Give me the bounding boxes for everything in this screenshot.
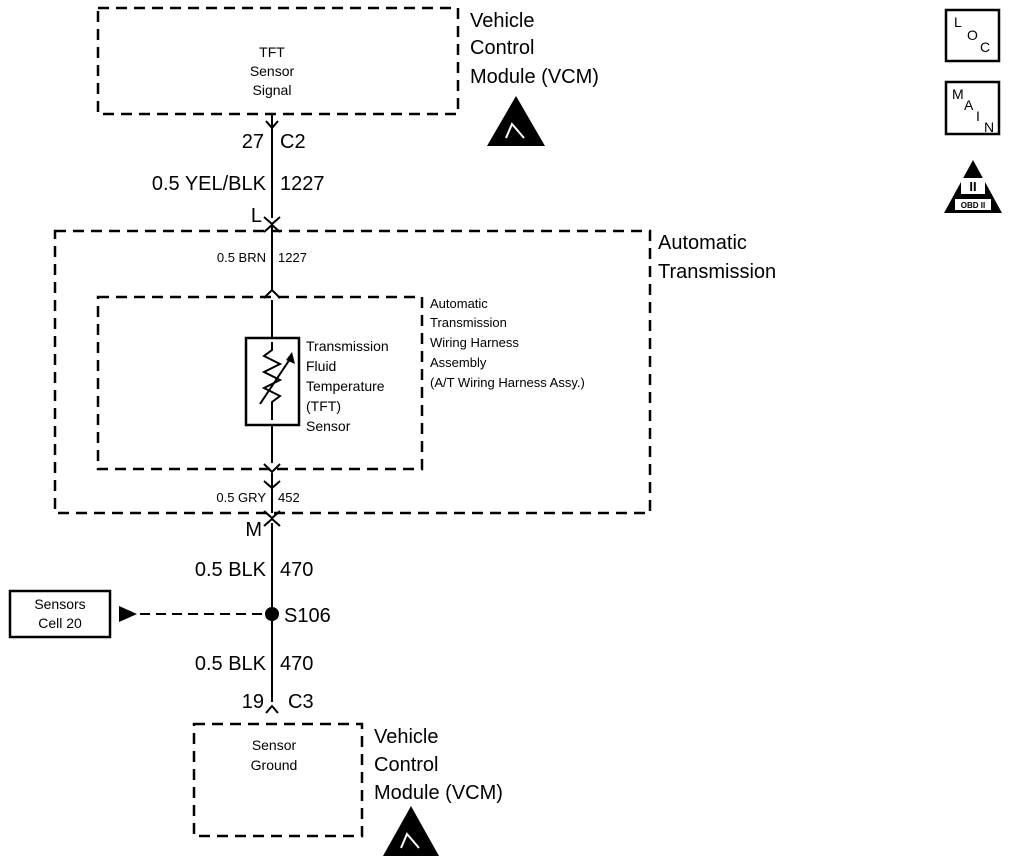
vcm-top-title-line-2: Control bbox=[470, 37, 534, 59]
automatic-transmission-title-2: Transmission bbox=[658, 261, 776, 283]
automatic-transmission-title-1: Automatic bbox=[658, 232, 747, 254]
obd-ii-caption: OBD II bbox=[961, 201, 985, 210]
vcm-top: TFT Sensor Signal Vehicle Control Module… bbox=[96, 6, 599, 146]
vcm-bottom-title-line-3: Module (VCM) bbox=[374, 782, 503, 804]
reference-box[interactable] bbox=[8, 589, 112, 639]
connector-l: L bbox=[251, 205, 281, 233]
vcm-top-box-line-2: Sensor bbox=[250, 63, 295, 79]
connector-c2-pin: 27 bbox=[242, 131, 264, 153]
obd-ii-badge-icon[interactable]: II OBD II bbox=[944, 160, 1002, 213]
connector-c3-name: C3 bbox=[288, 691, 314, 713]
harness-assembly-box bbox=[96, 295, 424, 471]
thermistor-icon bbox=[259, 342, 295, 420]
wire-470-mid-circuit: 470 bbox=[280, 559, 313, 581]
connector-m: M bbox=[245, 510, 281, 541]
wire-470-bottom-circuit: 470 bbox=[280, 653, 313, 675]
tft-sensor-box bbox=[244, 336, 301, 427]
harness-title-2: Transmission bbox=[430, 315, 507, 330]
vcm-top-box bbox=[96, 6, 460, 116]
connector-c3: 19 C3 bbox=[242, 691, 314, 714]
svg-text:M: M bbox=[952, 86, 964, 102]
esd-warning-icon bbox=[487, 96, 545, 146]
wire-gry-gauge-color: 0.5 GRY bbox=[216, 490, 266, 505]
tft-sensor-label-5: Sensor bbox=[306, 418, 351, 434]
svg-text:L: L bbox=[954, 14, 962, 30]
harness-assembly: Automatic Transmission Wiring Harness As… bbox=[96, 295, 585, 471]
connector-m-label: M bbox=[245, 519, 262, 541]
wire-1227-top: 0.5 YEL/BLK 1227 bbox=[152, 173, 325, 195]
vcm-top-title-line-3: Module (VCM) bbox=[470, 66, 599, 88]
loc-badge-icon[interactable]: L O C bbox=[944, 8, 1001, 63]
connector-c3-pin: 19 bbox=[242, 691, 264, 713]
svg-text:O: O bbox=[967, 27, 978, 43]
wire-470-bottom-gauge-color: 0.5 BLK bbox=[195, 653, 267, 675]
svg-text:N: N bbox=[984, 119, 994, 135]
tft-sensor: Transmission Fluid Temperature (TFT) Sen… bbox=[244, 336, 389, 434]
tft-sensor-label-1: Transmission bbox=[306, 338, 389, 354]
vcm-top-box-line-3: Signal bbox=[253, 82, 292, 98]
vcm-bottom: Sensor Ground Vehicle Control Module (VC… bbox=[192, 722, 503, 856]
wire-1227-circuit: 1227 bbox=[280, 173, 325, 195]
vcm-bottom-box-line-2: Ground bbox=[251, 757, 298, 773]
tft-sensor-label-3: Temperature bbox=[306, 378, 385, 394]
vcm-bottom-box bbox=[192, 722, 364, 838]
automatic-transmission: Automatic Transmission 0.5 BRN 1227 0.5 … bbox=[53, 229, 776, 515]
reference-line-1: Sensors bbox=[34, 596, 85, 612]
svg-text:C: C bbox=[980, 39, 990, 55]
automatic-transmission-box bbox=[53, 229, 652, 515]
vcm-bottom-title-line-2: Control bbox=[374, 754, 438, 776]
wire-470-mid-gauge-color: 0.5 BLK bbox=[195, 559, 267, 581]
wire-gry-circuit: 452 bbox=[278, 490, 300, 505]
splice-label: S106 bbox=[284, 605, 331, 627]
tft-sensor-label-2: Fluid bbox=[306, 358, 336, 374]
harness-title-3: Wiring Harness bbox=[430, 335, 519, 350]
vcm-bottom-box-line-1: Sensor bbox=[252, 737, 297, 753]
tft-sensor-label-4: (TFT) bbox=[306, 398, 341, 414]
wire-brn-circuit: 1227 bbox=[278, 250, 307, 265]
obd-ii-numeral: II bbox=[969, 179, 976, 194]
vcm-bottom-title-line-1: Vehicle bbox=[374, 726, 439, 748]
reference-line-2: Cell 20 bbox=[38, 615, 82, 631]
main-badge-icon[interactable]: M A I N bbox=[944, 80, 1001, 136]
reference-arrow-icon bbox=[119, 606, 137, 622]
vcm-top-box-line-1: TFT bbox=[259, 44, 285, 60]
splice-dot bbox=[265, 607, 279, 621]
harness-title-5: (A/T Wiring Harness Assy.) bbox=[430, 375, 585, 390]
reference-sensors-cell-20[interactable]: Sensors Cell 20 bbox=[8, 589, 112, 639]
svg-text:I: I bbox=[976, 108, 980, 124]
connector-l-label: L bbox=[251, 205, 262, 227]
wire-470-mid: 0.5 BLK 470 bbox=[195, 559, 314, 581]
wire-brn-gauge-color: 0.5 BRN bbox=[217, 250, 266, 265]
vcm-top-title-line-1: Vehicle bbox=[470, 10, 535, 32]
wire-1227-gauge-color: 0.5 YEL/BLK bbox=[152, 173, 267, 195]
connector-c2: 27 C2 bbox=[242, 120, 306, 153]
svg-text:A: A bbox=[964, 97, 974, 113]
harness-title-4: Assembly bbox=[430, 355, 487, 370]
esd-warning-icon bbox=[383, 806, 439, 856]
splice-s106: S106 bbox=[119, 605, 331, 627]
harness-title-1: Automatic bbox=[430, 296, 488, 311]
wire-470-bottom: 0.5 BLK 470 bbox=[195, 653, 314, 675]
connector-c2-name: C2 bbox=[280, 131, 306, 153]
